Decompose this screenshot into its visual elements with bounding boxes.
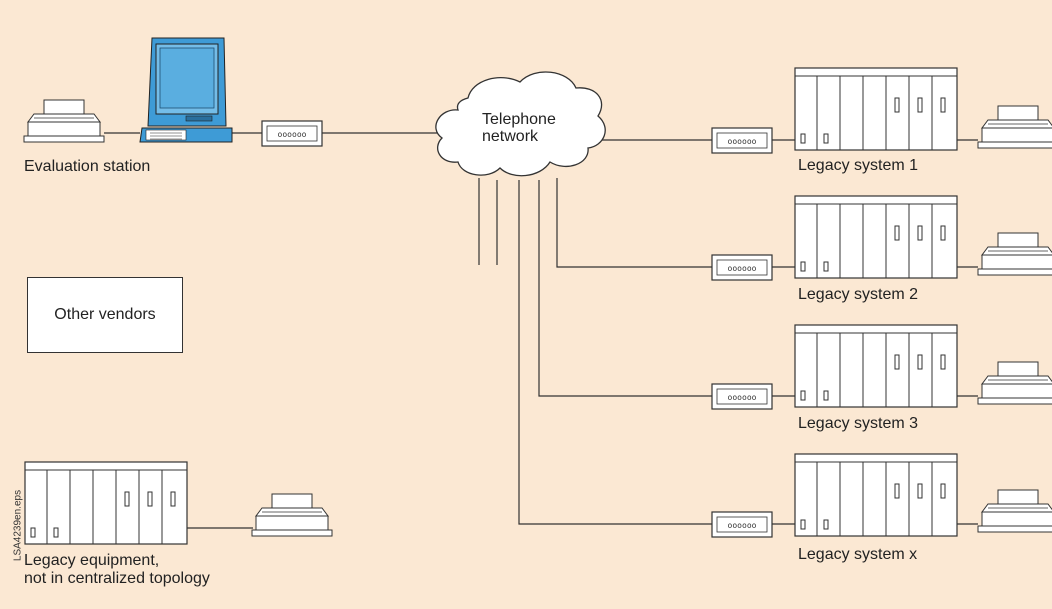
legacy-system-3-label: Legacy system 3 — [798, 415, 919, 432]
legacy-equipment-label: Legacy equipment, not in centralized top… — [24, 552, 210, 588]
evaluation-station-label: Evaluation station — [24, 158, 151, 175]
cloud-label-line-2: network — [482, 128, 539, 145]
legacy-system-3-printer-icon — [977, 361, 1052, 405]
legacy-equipment-printer-icon — [251, 493, 333, 537]
legacy-system-3-modem-icon — [711, 383, 773, 410]
evaluation-printer-icon — [23, 99, 105, 143]
legacy-system-1-printer-icon — [977, 105, 1052, 149]
other-vendors-label: Other vendors — [54, 306, 156, 323]
telephone-network-label: Telephone network — [482, 111, 556, 145]
legacy-system-x-modem-icon — [711, 511, 773, 538]
legacy-equipment-rack-icon — [24, 461, 188, 545]
file-id-label: LSA4239en.eps — [12, 489, 24, 562]
legacy-system-x-rack-icon — [794, 453, 958, 537]
legacy-system-2-printer-icon — [977, 232, 1052, 276]
computer-icon — [139, 37, 233, 143]
legacy-system-1-rack-icon — [794, 67, 958, 151]
legacy-equipment-label-line-1: Legacy equipment, — [24, 552, 160, 569]
cloud-label-line-1: Telephone — [482, 111, 556, 128]
legacy-system-2-label: Legacy system 2 — [798, 286, 919, 303]
legacy-equipment-label-line-2: not in centralized topology — [24, 570, 210, 587]
legacy-system-x-printer-icon — [977, 489, 1052, 533]
telephone-network-cloud — [435, 71, 606, 177]
connection-lines — [104, 132, 978, 529]
legacy-system-1-modem-icon — [711, 127, 773, 154]
evaluation-modem-icon — [261, 120, 323, 147]
legacy-system-2-rack-icon — [794, 195, 958, 279]
other-vendors-box: Other vendors — [27, 277, 183, 353]
legacy-system-x-label: Legacy system x — [798, 546, 918, 563]
legacy-system-1-label: Legacy system 1 — [798, 157, 919, 174]
legacy-system-3-rack-icon — [794, 324, 958, 408]
legacy-system-2-modem-icon — [711, 254, 773, 281]
